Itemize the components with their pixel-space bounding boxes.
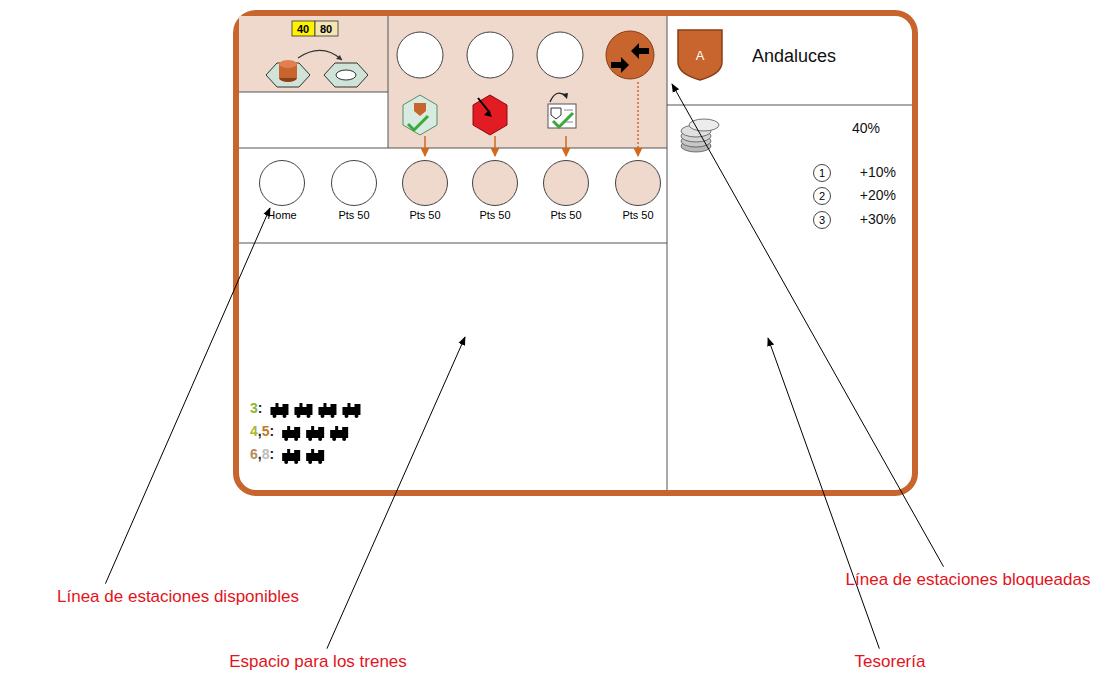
unlock-arrows — [425, 82, 638, 156]
card-border — [236, 13, 915, 493]
blocked-area — [388, 16, 667, 148]
price-box — [292, 21, 315, 36]
company-shield: A — [676, 28, 724, 82]
bonus-percent: +30% — [860, 212, 896, 227]
station-label: Pts 50 — [550, 209, 581, 221]
callout-number: 1 — [813, 164, 831, 182]
tile-area — [239, 16, 388, 92]
price-label: 80 — [320, 23, 332, 35]
callout-number: 3 — [813, 211, 831, 229]
train-row-label: 3: — [250, 401, 262, 416]
station-label: Pts 50 — [622, 209, 653, 221]
station-label: Pts 50 — [479, 209, 510, 221]
leader-line — [672, 84, 944, 567]
callout-leaders — [105, 84, 943, 649]
price-box — [315, 21, 338, 36]
leader-line — [768, 338, 879, 649]
bonus-percent: +20% — [860, 188, 896, 203]
train-row-label: 4,5: — [250, 424, 274, 439]
callout-number: 2 — [813, 187, 831, 205]
station-circle: Pts 50 — [402, 160, 448, 206]
callout-label: Tesorería — [855, 653, 926, 672]
station-label: Home — [267, 209, 296, 221]
station-circle: Pts 50 — [615, 160, 661, 206]
station-label: Pts 50 — [409, 209, 440, 221]
leader-line — [327, 337, 465, 649]
leader-line — [105, 208, 270, 584]
bonus-percent: +10% — [860, 165, 896, 180]
hex-tile-icons — [266, 50, 368, 87]
callout-label: Línea de estaciones disponibles — [57, 588, 299, 607]
train-row-label: 6,8: — [250, 447, 274, 462]
treasury-coins-icon — [681, 119, 719, 152]
station-circle: Pts 50 — [543, 160, 589, 206]
station-circle: Pts 50 — [331, 160, 377, 206]
treasury-percent: 40% — [852, 121, 880, 136]
station-circle: Pts 50 — [472, 160, 518, 206]
blocked-station-circles — [397, 31, 654, 79]
price-label: 40 — [297, 23, 309, 35]
company-name: Andaluces — [752, 47, 836, 67]
train-icons — [270, 403, 360, 464]
card-dividers — [239, 16, 912, 490]
condition-icons — [403, 93, 576, 135]
callout-label: Espacio para los trenes — [229, 653, 407, 672]
node-text: 2 — [819, 190, 825, 202]
node-text: A — [696, 48, 705, 63]
station-label: Pts 50 — [338, 209, 369, 221]
callout-label: Línea de estaciones bloqueadas — [846, 571, 1091, 590]
node-text: 3 — [819, 214, 825, 226]
station-circle: Home — [259, 160, 305, 206]
node-text: 1 — [819, 167, 825, 179]
